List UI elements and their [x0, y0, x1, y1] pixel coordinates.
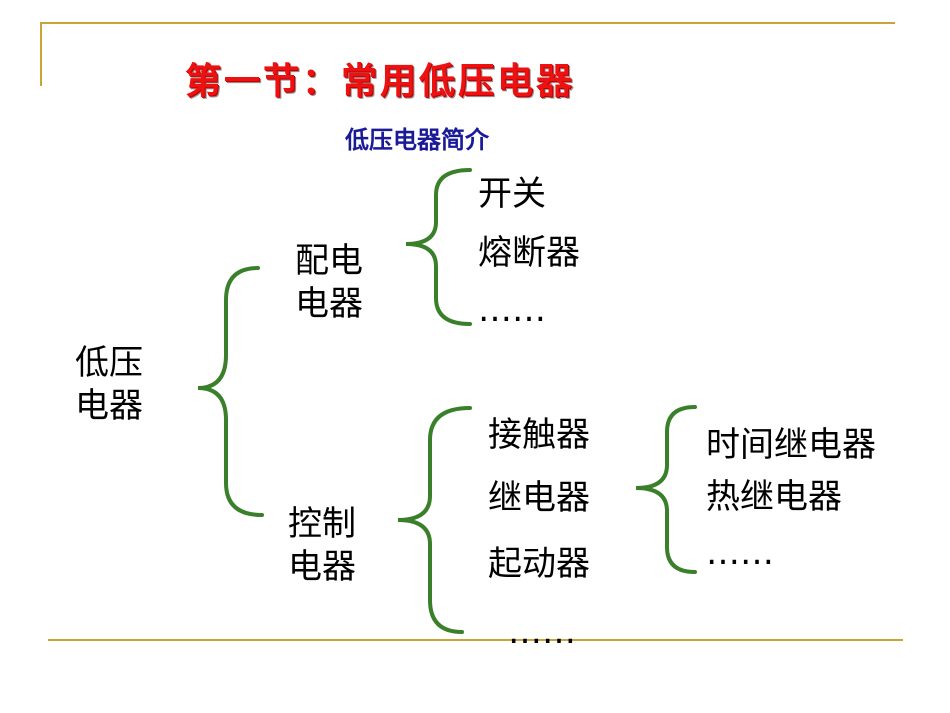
- root-node: 低压 电器: [75, 342, 143, 427]
- relay-brace: [635, 405, 697, 574]
- left-rule: [40, 22, 42, 86]
- slide-title: 第一节：常用低压电器: [185, 61, 576, 102]
- relay-item: 热继电器: [706, 477, 842, 517]
- relay-item: 时间继电器: [706, 425, 876, 465]
- control-node: 控制 电器: [288, 503, 356, 588]
- distribution-item: 开关: [478, 174, 546, 214]
- distribution-node: 配电 电器: [295, 240, 363, 325]
- distribution-label-line2: 电器: [295, 283, 363, 324]
- control-item: 接触器: [488, 415, 590, 455]
- control-item: 继电器: [488, 478, 590, 518]
- root-label-line1: 低压: [75, 343, 143, 383]
- control-label-line1: 控制: [288, 504, 356, 544]
- distribution-label-line1: 配电: [295, 241, 363, 281]
- control-item: 起动器: [488, 544, 590, 584]
- slide-subtitle: 低压电器简介: [345, 126, 489, 154]
- distribution-item: 熔断器: [478, 233, 580, 273]
- control-item: ……: [508, 612, 576, 652]
- bottom-rule: [48, 639, 903, 641]
- control-label-line2: 电器: [288, 546, 356, 587]
- top-rule: [40, 22, 895, 24]
- root-label-line2: 电器: [75, 385, 143, 426]
- distribution-brace: [405, 168, 472, 326]
- control-brace: [397, 406, 472, 634]
- distribution-item: ……: [478, 290, 546, 330]
- root-brace: [197, 266, 264, 517]
- relay-item: ……: [706, 533, 774, 573]
